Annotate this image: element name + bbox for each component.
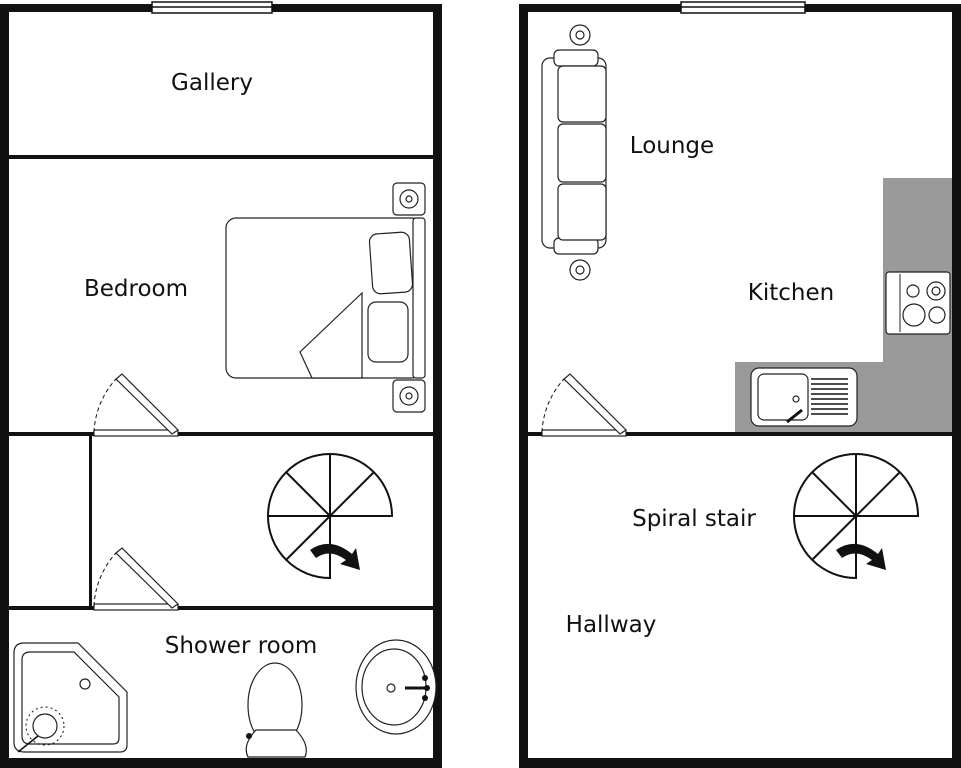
bed — [225, 217, 426, 379]
wall-right — [433, 4, 442, 768]
kitchen-sink — [750, 367, 858, 427]
room-label-kitchen: Kitchen — [748, 280, 834, 306]
lamp-icon — [392, 182, 426, 413]
window — [680, 1, 806, 14]
window — [151, 1, 273, 14]
room-label-spiral-stair: Spiral stair — [632, 506, 756, 532]
lower-floor-plan: Lounge Kitchen Spiral stair Hallway — [519, 1, 961, 768]
room-label-bedroom: Bedroom — [84, 276, 188, 302]
room-label-gallery: Gallery — [171, 70, 253, 96]
shower-tray — [13, 642, 128, 753]
hob — [885, 271, 951, 335]
wall-gallery — [9, 155, 433, 159]
wall-right — [952, 4, 961, 768]
wall-left — [0, 4, 9, 768]
spiral-stair-icon — [793, 453, 920, 580]
wall-left — [519, 4, 528, 768]
door-bedroom[interactable] — [93, 373, 179, 437]
wall-bedroom — [9, 432, 433, 436]
upper-floor-plan: Gallery Bedroom Shower room — [0, 1, 442, 768]
wall-bottom — [519, 758, 961, 768]
room-label-hallway: Hallway — [566, 612, 657, 638]
wall-shower — [9, 606, 433, 610]
door-closet[interactable] — [93, 547, 179, 611]
wall-bottom — [0, 758, 441, 768]
room-label-shower-room: Shower room — [165, 633, 317, 659]
sofa — [541, 49, 607, 255]
washbasin — [355, 639, 437, 735]
wall-lounge — [528, 432, 952, 436]
door-lounge[interactable] — [541, 373, 627, 437]
room-label-lounge: Lounge — [630, 133, 714, 159]
lamp-icon — [569, 24, 591, 281]
toilet — [245, 662, 307, 758]
wall-closet — [89, 436, 92, 606]
spiral-stair-icon — [267, 453, 394, 580]
